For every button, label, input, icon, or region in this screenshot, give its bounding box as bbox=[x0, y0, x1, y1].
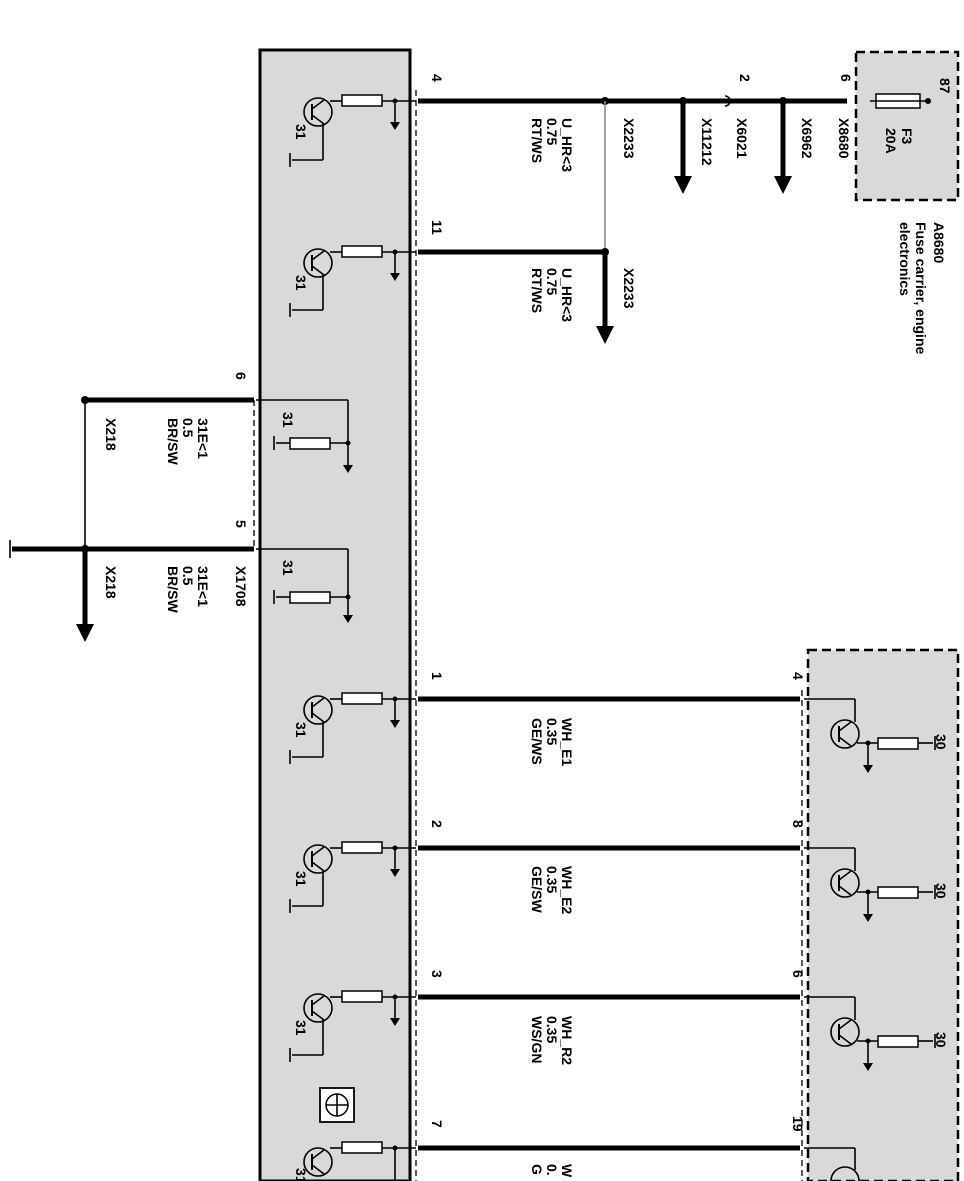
output-stage-pin7 bbox=[303, 1141, 416, 1181]
ground-stage-pin5 bbox=[256, 548, 353, 623]
fuse-name: F3 bbox=[899, 128, 915, 145]
connector-x218-b: X218 bbox=[103, 566, 119, 599]
fuse-carrier-id: A8680 bbox=[931, 222, 947, 263]
wire-pin5-size: 0.5 bbox=[180, 566, 196, 586]
wire-pin6-color: BR/SW bbox=[165, 418, 181, 465]
sensor-pin-8: 8 bbox=[790, 820, 806, 828]
cu-pin-3: 3 bbox=[429, 970, 445, 978]
supply-label-3: 30 bbox=[933, 1032, 949, 1048]
wire-pin6-size: 0.5 bbox=[180, 418, 196, 438]
output-stage-pin11 bbox=[292, 245, 416, 311]
fuse-rating: 20A bbox=[883, 128, 899, 154]
ground-label-2: 31 bbox=[293, 275, 309, 291]
cu-pin-6: 6 bbox=[233, 372, 249, 380]
wire-pin5-name: 31E<1 bbox=[195, 566, 211, 607]
supply-label-1: 30 bbox=[933, 734, 949, 750]
wire-pin7-name: W bbox=[559, 1164, 575, 1178]
ground-label-3: 31 bbox=[280, 412, 296, 428]
wire-pin1-name: WH_E1 bbox=[559, 718, 575, 766]
ground-stage-pin6 bbox=[256, 399, 353, 473]
fuse-pin-87: 87 bbox=[937, 78, 953, 94]
sensor-stage-pin8 bbox=[804, 847, 933, 922]
fuse-carrier-desc-1: Fuse carrier, engine bbox=[913, 222, 929, 354]
sensor-pin-4: 4 bbox=[790, 672, 806, 680]
wire-pin2-color: GE/SW bbox=[529, 866, 545, 913]
wire-pin4-color: RT/WS bbox=[529, 118, 545, 163]
ground-label-4: 31 bbox=[280, 560, 296, 576]
wire-pin3-color: WS/GN bbox=[529, 1016, 545, 1063]
connector-x11212: X11212 bbox=[699, 118, 715, 166]
ground-label-1: 31 bbox=[293, 124, 309, 140]
wire-pin1-size: 0.35 bbox=[544, 718, 560, 745]
sensor-stage-pin4 bbox=[804, 698, 933, 773]
connector-x8680: X8680 bbox=[836, 118, 852, 159]
cu-pin-5: 5 bbox=[233, 520, 249, 528]
fuse-carrier-box bbox=[854, 50, 960, 202]
wire-pin1-color: GE/WS bbox=[529, 718, 545, 765]
ground-label-8: 31 bbox=[293, 1168, 309, 1181]
cu-pin-1: 1 bbox=[429, 672, 445, 680]
connector-x2233: X2233 bbox=[621, 118, 637, 159]
sensor-module-box bbox=[806, 648, 960, 1181]
connector-x2233-b: X2233 bbox=[621, 268, 637, 309]
wire-pin3-size: 0.35 bbox=[544, 1016, 560, 1043]
wire-pin7-size: 0. bbox=[544, 1164, 560, 1176]
wire-pin4-size: 0.75 bbox=[544, 118, 560, 145]
fuse-carrier-desc-2: electronics bbox=[897, 222, 913, 296]
supply-label-2: 30 bbox=[933, 883, 949, 899]
ground-label-6: 31 bbox=[293, 871, 309, 887]
output-stage-pin4 bbox=[292, 94, 416, 161]
wire-pin11-size: 0.75 bbox=[544, 268, 560, 295]
connector-x6021: X6021 bbox=[734, 118, 750, 159]
cu-pin-11: 11 bbox=[429, 220, 445, 235]
wire-pin5-color: BR/SW bbox=[165, 566, 181, 613]
cu-pin-7: 7 bbox=[429, 1120, 445, 1128]
wire-pin11-color: RT/WS bbox=[529, 268, 545, 313]
control-unit-body bbox=[258, 48, 412, 1181]
connector-x1708: X1708 bbox=[233, 566, 249, 607]
sensor-stage-pin6 bbox=[804, 996, 933, 1071]
connector-x6962: X6962 bbox=[799, 118, 815, 159]
ground-label-5: 31 bbox=[293, 722, 309, 738]
cu-pin-4: 4 bbox=[429, 74, 445, 82]
connector-x218-a: X218 bbox=[103, 418, 119, 451]
output-stage-pin3 bbox=[292, 990, 416, 1056]
wire-pin6-name: 31E<1 bbox=[195, 418, 211, 459]
wire-pin7-color: G bbox=[529, 1164, 545, 1175]
wire-pin2-size: 0.35 bbox=[544, 866, 560, 893]
cu-pin-2: 2 bbox=[429, 820, 445, 828]
output-stage-pin1 bbox=[292, 692, 416, 758]
output-stage-pin2 bbox=[292, 841, 416, 907]
wire-pin3-name: WH_R2 bbox=[559, 1016, 575, 1065]
wire-pin2-name: WH_E2 bbox=[559, 866, 575, 914]
fuse-out-pin: 6 bbox=[838, 74, 854, 82]
sensor-pin-19: 19 bbox=[790, 1116, 806, 1132]
sensor-stage-pin19 bbox=[804, 1147, 860, 1181]
connector-x6021-pin: 2 bbox=[737, 74, 753, 82]
ground-label-7: 31 bbox=[293, 1020, 309, 1036]
wire-pin4-name: U_HR<3 bbox=[559, 118, 575, 172]
wire-pin11-name: U_HR<3 bbox=[559, 268, 575, 322]
control-unit-symbol bbox=[319, 1087, 355, 1123]
sensor-pin-6: 6 bbox=[790, 970, 806, 978]
